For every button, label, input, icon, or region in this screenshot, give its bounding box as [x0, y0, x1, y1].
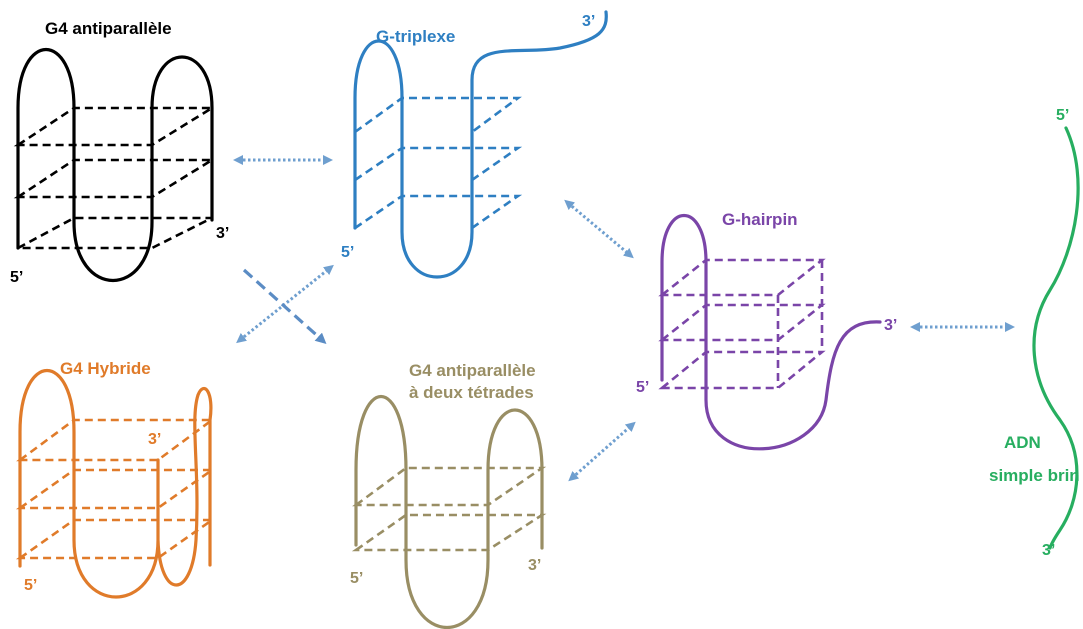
arrow-antiparallel-two-tetrads: [242, 268, 327, 345]
g4-antiparallel-5prime: 5’: [10, 269, 23, 286]
g-hairpin-strand: [660, 214, 882, 451]
g4-two-tetrads-structure: [351, 394, 547, 629]
g4-two-tetrads-label-line2: à deux tétrades: [409, 383, 534, 402]
g4-hybrid-3prime: 3’: [148, 431, 161, 448]
g-hairpin-tetrads: [658, 258, 826, 390]
g4-antiparallel-tetrads: [13, 106, 217, 250]
g4-hybrid-tetrads: [15, 418, 217, 560]
g4-two-tetrads-tetrads: [351, 466, 547, 552]
g-hairpin-structure: [658, 214, 882, 451]
g-triplex-3prime: 3’: [582, 13, 595, 30]
g4-antiparallel-label: G4 antiparallèle: [45, 19, 172, 38]
g-hairpin-3prime: 3’: [884, 317, 897, 334]
g4-hybrid-structure: [15, 369, 217, 599]
arrow-hybrid-triplex: [236, 264, 334, 344]
g-triplex-5prime: 5’: [341, 244, 354, 261]
ssdna-5prime: 5’: [1056, 107, 1069, 124]
equilibrium-arrows: [233, 155, 1015, 482]
g4-antiparallel-strand: [16, 48, 214, 283]
g-hairpin-label: G-hairpin: [722, 210, 798, 229]
g-triplex-structure: [353, 10, 608, 279]
ssdna-strand: [1032, 126, 1080, 550]
g4-antiparallel-structure: G4 antiparallèle 3’ 5’: [10, 19, 229, 286]
g4-hybrid-5prime: 5’: [24, 577, 37, 594]
g4-two-tetrads-label-line1: G4 antiparallèle: [409, 361, 536, 380]
g4-two-tetrads-strand: [354, 394, 544, 629]
g-triplex-label: G-triplexe: [376, 27, 455, 46]
g-triplex-tetrads: [354, 96, 523, 230]
g-triplex-strand: [353, 10, 608, 279]
g4-hybrid-strand: [18, 369, 213, 599]
g4-hybrid-label: G4 Hybride: [60, 359, 151, 378]
arrow-two-tetrads-hairpin: [568, 421, 636, 482]
g4-antiparallel-3prime: 3’: [216, 225, 229, 242]
g-hairpin-5prime: 5’: [636, 379, 649, 396]
ssdna-label-line2: simple brin: [989, 466, 1080, 485]
ssdna-3prime: 3’: [1042, 542, 1055, 559]
ssdna-label-line1: ADN: [1004, 433, 1041, 452]
g4-two-tetrads-5prime: 5’: [350, 570, 363, 587]
arrow-triplex-hairpin: [564, 199, 634, 259]
g4-two-tetrads-3prime: 3’: [528, 557, 541, 574]
